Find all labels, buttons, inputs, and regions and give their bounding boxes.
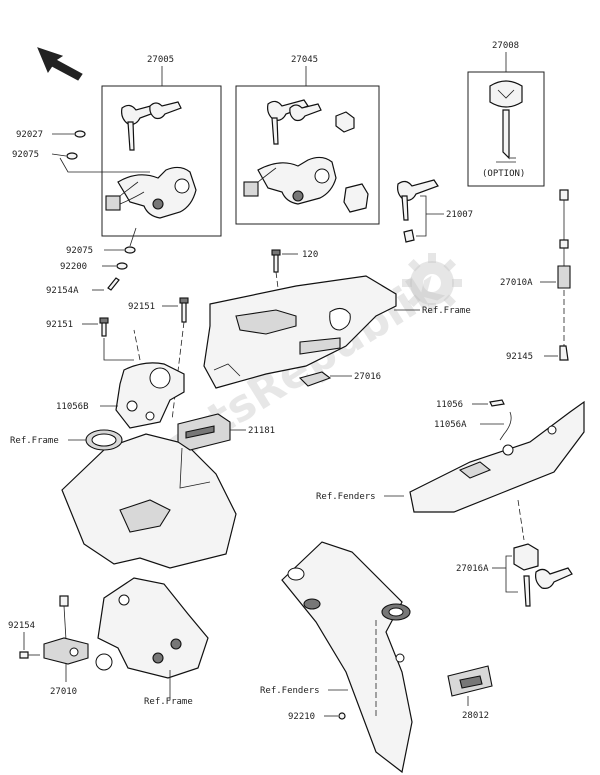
ignition-set-27005-box [101, 85, 222, 237]
label-27010: 27010 [50, 687, 77, 697]
ref-fenders-label-right: Ref.Fenders [316, 492, 376, 502]
watermark-gear-icon [402, 253, 462, 313]
key-blank-27008-group: 27008 (OPTION) [467, 41, 545, 187]
key-21007-group: 21007 [397, 179, 473, 243]
bracket-11056B: 11056B [56, 329, 185, 429]
washer-92075-upper: 92075 [12, 150, 150, 173]
label-92075-lower: 92075 [66, 246, 93, 256]
nut-92210: 92210 [288, 712, 346, 722]
label-92200: 92200 [60, 262, 87, 272]
screw-92145: 92145 [506, 345, 569, 362]
label-27010A: 27010A [500, 278, 533, 288]
bolt-92151-left: 92151 [46, 317, 134, 361]
ignition-switch-icon [105, 166, 197, 219]
ref-frame-label-bottom: Ref.Frame [144, 697, 193, 707]
washer-92200: 92200 [60, 262, 128, 272]
label-27016: 27016 [354, 372, 381, 382]
bracket-11056A: 11056A [434, 411, 512, 441]
ref-frame-label-center: Ref.Frame [422, 306, 471, 316]
label-27008: 27008 [492, 41, 519, 51]
frame-bottom-bracket: Ref.Frame [95, 577, 209, 707]
key-pair-icon [121, 101, 182, 151]
bolt-92154A: 92154A [46, 277, 120, 296]
option-label: (OPTION) [482, 169, 525, 179]
label-27045: 27045 [291, 55, 318, 65]
label-11056B: 11056B [56, 402, 89, 412]
ignition-set-27045-box [235, 85, 380, 225]
label-92151-right: 92151 [128, 302, 155, 312]
frame-bracket-center: Ref.Frame [203, 275, 471, 389]
seat-lock-icon [343, 183, 369, 213]
key-blank-icon [489, 80, 523, 163]
label-21181: 21181 [248, 426, 275, 436]
front-direction-arrow-icon [37, 47, 83, 81]
label-92154A: 92154A [46, 286, 79, 296]
label-27016A: 27016A [456, 564, 489, 574]
switch-27010A-group: 27010A [500, 189, 571, 348]
switch-27016: 27016 [298, 371, 381, 387]
ref-fenders-label-center: Ref.Fenders [260, 686, 320, 696]
frame-left-lower: Ref.Frame [10, 429, 237, 569]
label-11056A: 11056A [434, 420, 467, 430]
ignition-set-27045-group: 27045 [235, 55, 380, 225]
label-92154: 92154 [8, 621, 35, 631]
label-120: 120 [302, 250, 318, 260]
label-92027: 92027 [16, 130, 43, 140]
washer-92075-lower: 92075 [66, 227, 137, 256]
label-92210: 92210 [288, 712, 315, 722]
key-pair-icon [267, 99, 322, 145]
label-21007: 21007 [446, 210, 473, 220]
ecu-21181: 21181 [177, 413, 275, 489]
plate-28012: 28012 [447, 665, 493, 721]
bolt-92154: 92154 [8, 621, 40, 659]
rear-fender-center: Ref.Fenders [260, 541, 413, 774]
rear-fender-right: Ref.Fenders [316, 400, 585, 541]
bracket-11056: 11056 [436, 399, 505, 410]
label-92075-upper: 92075 [12, 150, 39, 160]
lock-cylinder-icon [335, 111, 355, 133]
label-92145: 92145 [506, 352, 533, 362]
label-11056: 11056 [436, 400, 463, 410]
ignition-set-27005-group: 27005 [101, 55, 222, 237]
ref-frame-label-left: Ref.Frame [10, 436, 59, 446]
label-27005: 27005 [147, 55, 174, 65]
washer-92027: 92027 [16, 130, 86, 140]
label-28012: 28012 [462, 711, 489, 721]
switch-27010: 27010 [43, 595, 89, 697]
label-92151-left: 92151 [46, 320, 73, 330]
ignition-switch-icon [243, 156, 337, 205]
seat-lock-27016A: 27016A [456, 543, 573, 607]
